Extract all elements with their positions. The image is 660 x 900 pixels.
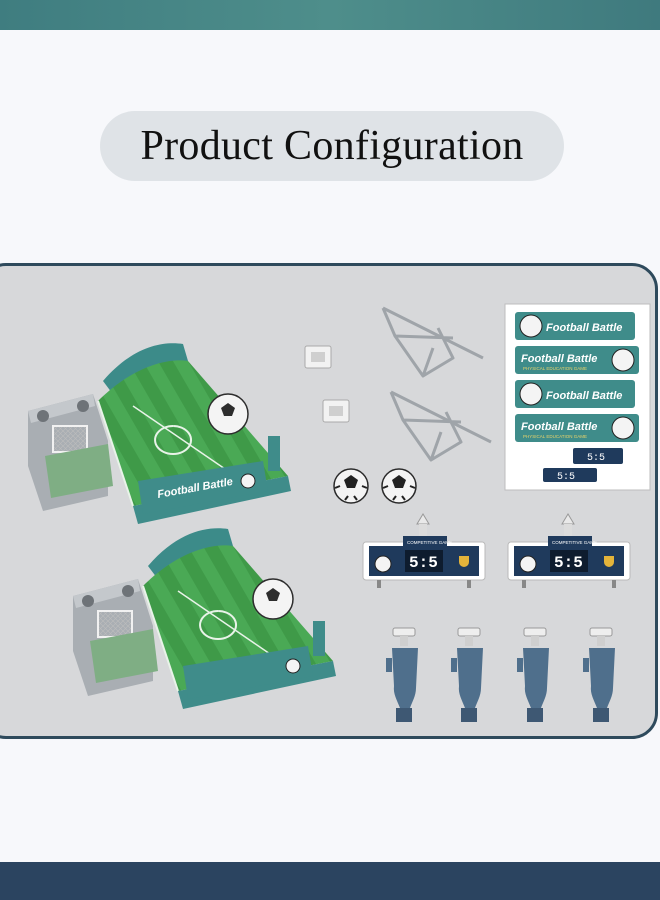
soccer-ball: [333, 468, 369, 504]
top-band: [0, 0, 660, 30]
scoreboard: COMPETITIVE GAME 5:5: [507, 513, 631, 588]
goal-frame: [389, 390, 492, 462]
sticker-brand: Football Battle: [521, 353, 597, 365]
launcher-handle: [386, 627, 418, 722]
goal-net-holder: [304, 345, 332, 369]
sticker-score-mini: 5:5: [587, 453, 605, 464]
page-title: Product Configuration: [140, 123, 524, 169]
football-field-board: Football Battle: [28, 343, 291, 524]
launcher-handle: [451, 627, 483, 722]
product-illustration: Football Battle: [28, 303, 651, 722]
sticker-brand: Football Battle: [546, 390, 622, 402]
title-pill: Product Configuration: [100, 111, 564, 181]
football-field-board: [73, 528, 336, 709]
goal-frame: [381, 306, 484, 378]
sticker-tagline: PHYSICAL EDUCATION GAME: [523, 434, 587, 439]
goal-net-holder: [322, 399, 350, 423]
sticker-score-mini: 5:5: [557, 472, 575, 483]
sticker-brand: Football Battle: [546, 322, 622, 334]
scoreboard: COMPETITIVE GAME 5:5: [362, 513, 486, 588]
sticker-brand: Football Battle: [521, 421, 597, 433]
scoreboard-label: COMPETITIVE GAME: [407, 540, 452, 545]
scoreboard-label: COMPETITIVE GAME: [552, 540, 597, 545]
scoreboard-score: 5:5: [554, 554, 583, 572]
bottom-band: [0, 862, 660, 900]
soccer-ball: [381, 468, 417, 504]
launcher-handle: [517, 627, 549, 722]
product-panel: Football Battle: [0, 263, 658, 739]
sticker-tagline: PHYSICAL EDUCATION GAME: [523, 366, 587, 371]
sticker-sheet: Football Battle Football Battle PHYSICAL…: [504, 303, 651, 491]
scoreboard-score: 5:5: [409, 554, 438, 572]
launcher-handle: [583, 627, 615, 722]
